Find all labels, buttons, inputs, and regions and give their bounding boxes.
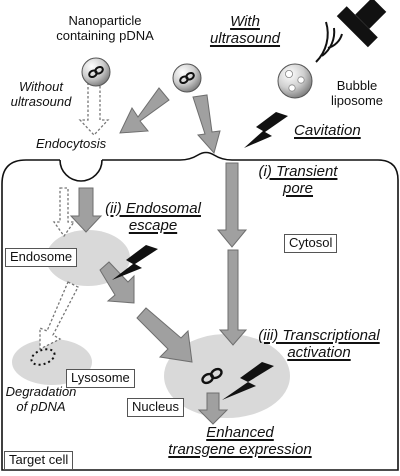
lightning-bolt-icon [244, 112, 288, 148]
nanoparticle-label-line1: Nanoparticle [68, 13, 142, 28]
transient-pore-line2: pore [282, 179, 314, 197]
cytosol-label: Cytosol [284, 234, 338, 253]
endosome-dashed-arrow [52, 187, 76, 238]
endocytosis-pit [59, 159, 103, 182]
endocytosis-to-endosome-arrow [69, 187, 103, 233]
degraded-pdna-icon [30, 348, 56, 366]
degradation-line2: of pDNA [16, 398, 66, 414]
cell-membrane [1, 151, 399, 471]
without-ultrasound-line2: ultrasound [10, 93, 72, 109]
bubble-icon [284, 70, 293, 79]
ultrasound-entry-arrow [192, 94, 221, 155]
target-cell-label: Target cell [4, 451, 74, 470]
without-ultrasound-label: Without ultrasound [2, 79, 80, 109]
transcriptional-activation-label: (iii) Transcriptional activation [240, 327, 398, 362]
with-ultrasound-label: With ultrasound [190, 13, 300, 48]
ultrasound-waves-icon [315, 21, 343, 63]
lightning-bolt-icon [112, 245, 158, 280]
bubble-liposome-line1: Bubble [336, 78, 378, 93]
degradation-line1: Degradation [5, 384, 77, 399]
pore-to-nucleus-arrow [218, 249, 248, 346]
endocytosis-arrow [119, 87, 170, 134]
bubble-liposome-icon [277, 63, 313, 99]
endosomal-escape-line2: escape [128, 216, 178, 234]
bubble-liposome-label: Bubble liposome [322, 78, 392, 108]
enhanced-expression-line1: Enhanced [206, 424, 274, 441]
transcriptional-activation-line1: (iii) Transcriptional [258, 327, 380, 344]
endosomal-escape-label: (ii) Endosomal escape [98, 200, 208, 235]
escape-to-nucleus-arrow [136, 307, 193, 363]
endocytosis-label: Endocytosis [36, 136, 107, 151]
ultrasound-transducer-icon [336, 0, 387, 48]
transcriptional-activation-line2: activation [287, 343, 351, 361]
endosomal-escape-line1: (ii) Endosomal [105, 200, 201, 217]
lightning-bolt-icon [222, 362, 274, 400]
expression-arrow [197, 392, 229, 425]
with-ultrasound-line2: ultrasound [209, 29, 281, 47]
nucleus-label: Nucleus [127, 398, 184, 417]
plasmid-dna-icon [88, 65, 104, 79]
degradation-dashed-arrow [39, 281, 79, 351]
without-ultrasound-arrow [78, 79, 110, 136]
enhanced-expression-label: Enhanced transgene expression [160, 424, 320, 459]
plasmid-dna-icon [201, 367, 223, 385]
endosome-label: Endosome [5, 248, 78, 267]
transient-pore-label: (i) Transient pore [242, 163, 354, 198]
bubble-liposome-line2: liposome [330, 92, 384, 108]
nucleus-body [164, 334, 290, 418]
plasmid-dna-icon [179, 71, 195, 85]
nanoparticle-label-line2: containing pDNA [56, 27, 154, 43]
nanoparticle-label: Nanoparticle containing pDNA [30, 13, 180, 43]
bubble-icon [288, 84, 296, 92]
without-ultrasound-line1: Without [19, 79, 63, 94]
transient-pore-line1: (i) Transient [258, 163, 338, 180]
enhanced-expression-line2: transgene expression [168, 440, 312, 458]
degradation-label: Degradation of pDNA [0, 384, 82, 414]
transient-pore-arrow [216, 162, 248, 248]
endosomal-escape-arrow [99, 261, 135, 304]
lysosome-label: Lysosome [66, 369, 135, 388]
bubble-icon [297, 76, 305, 84]
with-ultrasound-line1: With [230, 13, 260, 30]
cavitation-label: Cavitation [294, 122, 361, 139]
